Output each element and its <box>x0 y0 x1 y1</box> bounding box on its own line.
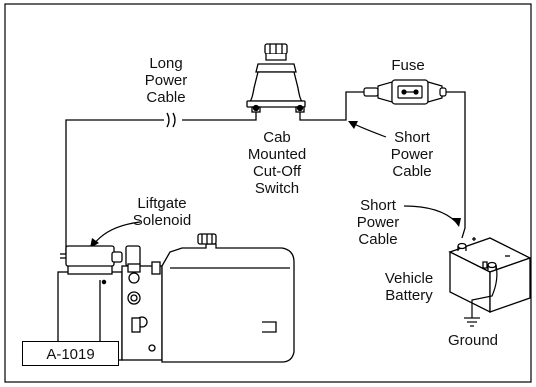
short-power-cable-top-label: Short Power Cable <box>390 129 434 180</box>
figure-id-box: A-1019 <box>22 341 119 366</box>
ground-label: Ground <box>447 332 499 349</box>
cab-switch-label: Cab Mounted Cut-Off Switch <box>247 129 307 197</box>
long-power-cable-wire <box>65 111 257 254</box>
cab-switch-drawing <box>246 43 306 113</box>
fuse-drawing <box>363 79 447 105</box>
vehicle-battery-label: Vehicle Battery <box>384 270 434 304</box>
short-power-cable-wire-top <box>299 91 466 239</box>
vehicle-battery-drawing <box>448 237 532 314</box>
ground-drawing <box>464 264 498 327</box>
short-power-cable-bottom-label: Short Power Cable <box>356 197 400 248</box>
long-power-cable-label: Long Power Cable <box>144 55 188 106</box>
diagram-frame <box>4 3 532 383</box>
fuse-label: Fuse <box>391 57 425 74</box>
liftgate-solenoid-label: Liftgate Solenoid <box>132 195 192 229</box>
